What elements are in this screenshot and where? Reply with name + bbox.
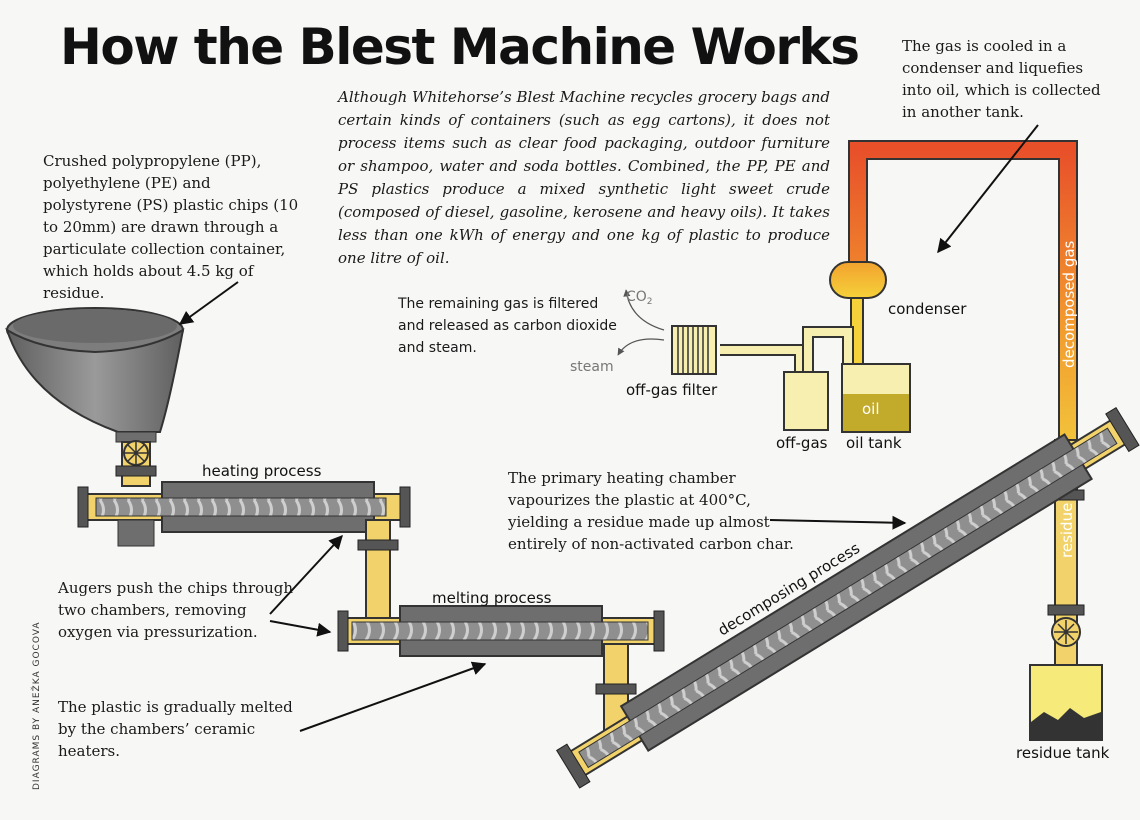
label-co2: CO2 — [626, 289, 653, 307]
oil-tank — [841, 363, 911, 433]
callout-augers: Augers push the chips through two chambe… — [58, 579, 294, 641]
callout-plastic-melted: The plastic is gradually melted by the c… — [58, 698, 293, 760]
label-steam: steam — [570, 359, 614, 375]
label-residue: residue — [1058, 503, 1076, 558]
arrow-primary-heating — [769, 515, 907, 530]
label-condenser: condenser — [888, 300, 967, 318]
label-off-gas-filter: off-gas filter — [626, 381, 718, 399]
callout-gas-cooled: The gas is cooled in a condenser and liq… — [902, 37, 1101, 121]
callout-crushed-plastic: Crushed polypropylene (PP), polyethylene… — [43, 152, 299, 302]
label-oil: oil — [862, 400, 880, 418]
arrow-augers-melting — [269, 620, 332, 637]
intro-paragraph: Although Whitehorse’s Blest Machine recy… — [338, 88, 830, 267]
melting-chamber — [337, 605, 665, 657]
label-heating-process: heating process — [202, 462, 322, 480]
co2-arrow — [623, 289, 665, 331]
connector-pipe-1 — [357, 519, 399, 621]
arrow-crushed — [178, 281, 239, 325]
callout-primary-heating: The primary heating chamber vapourizes t… — [508, 469, 794, 553]
label-decomposed-gas: decomposed gas — [1060, 240, 1078, 368]
arrow-plastic-melted — [299, 661, 487, 732]
decomposed-gas-pipe — [848, 140, 1078, 440]
residue-tank — [1029, 664, 1103, 741]
label-off-gas: off-gas — [776, 434, 828, 452]
off-gas-filter — [671, 325, 717, 375]
condenser — [829, 261, 887, 365]
callout-remaining-gas: The remaining gas is filtered and releas… — [398, 296, 617, 356]
feed-valve-icon — [124, 441, 148, 465]
label-melting-process: melting process — [432, 589, 552, 607]
funnel-hopper — [5, 307, 185, 443]
off-gas-tank — [783, 371, 829, 431]
page-title: How the Blest Machine Works — [60, 18, 860, 76]
arrow-condenser — [937, 124, 1039, 254]
label-oil-tank: oil tank — [846, 434, 902, 452]
feed-valve — [115, 440, 157, 487]
steam-arrow — [617, 338, 665, 356]
label-residue-tank: residue tank — [1016, 744, 1110, 762]
decomposing-chamber — [555, 406, 1140, 789]
heating-chamber — [77, 481, 411, 547]
arrow-augers-heating — [269, 534, 343, 615]
off-gas-piping — [720, 326, 854, 372]
